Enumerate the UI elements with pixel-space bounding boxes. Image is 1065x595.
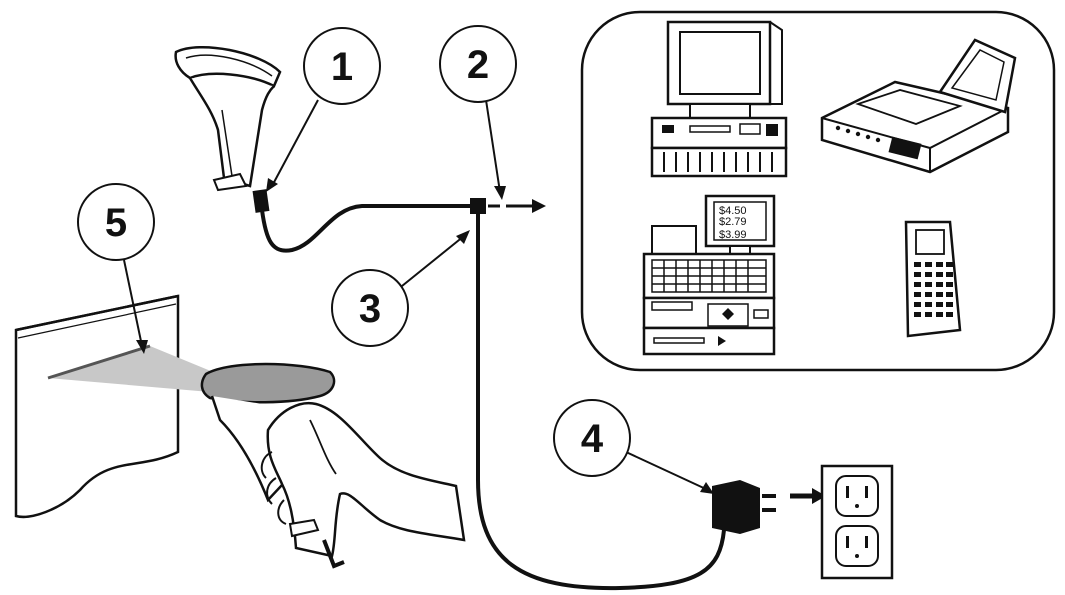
- register-price-2: $2.79: [719, 216, 747, 228]
- barcode-line: [47, 344, 151, 380]
- wall-outlet-icon: [820, 464, 894, 580]
- callout-4-label: 4: [581, 417, 604, 461]
- callout-2: 2: [439, 25, 517, 103]
- power-cable: [476, 214, 726, 591]
- power-adapter-icon: [712, 480, 776, 534]
- cable-connector: [470, 198, 486, 214]
- barcode-target-card: [14, 294, 180, 519]
- cash-register-icon: $4.50 $2.79 $3.99: [642, 194, 776, 356]
- handheld-terminal-icon: [904, 220, 962, 338]
- host-arrow-head: [532, 199, 546, 213]
- register-price-1: $4.50: [719, 205, 747, 217]
- callout-3: 3: [331, 269, 409, 347]
- callout-4: 4: [553, 399, 631, 477]
- terminal-printer-icon: [820, 38, 1017, 174]
- callout-2-label: 2: [467, 43, 489, 87]
- desktop-computer-icon: [650, 20, 788, 178]
- callout-5-label: 5: [105, 201, 127, 245]
- callout-3-label: 3: [359, 287, 381, 331]
- hand-icon: [260, 401, 466, 569]
- barcode-scanner-icon: [174, 45, 282, 213]
- callout-1-label: 1: [331, 45, 353, 89]
- register-price-3: $3.99: [719, 229, 747, 241]
- callout-1: 1: [303, 27, 381, 105]
- scanner-cable: [260, 204, 472, 253]
- scan-beam: [48, 346, 218, 392]
- callout-5: 5: [77, 183, 155, 261]
